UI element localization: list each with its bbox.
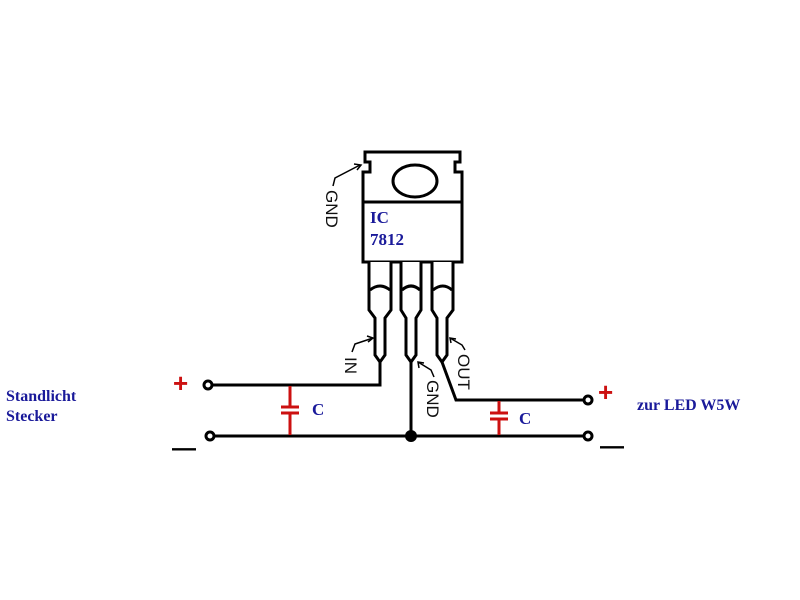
input-plus-terminal[interactable] [202, 379, 214, 391]
capacitor-right [490, 401, 508, 435]
ic-part-number: 7812 [370, 230, 404, 249]
input-label-line1: Standlicht [6, 388, 77, 405]
tab-gnd-label: GND [322, 190, 341, 228]
output-minus-sign: — [600, 433, 624, 460]
pin-arrows [332, 163, 466, 378]
ic-label: IC [370, 208, 389, 227]
capacitor-left-label: C [312, 400, 324, 419]
pins [367, 262, 455, 365]
input-plus-sign: + [173, 368, 188, 398]
pin-in-label: IN [341, 357, 360, 374]
output-label: zur LED W5W [637, 397, 740, 414]
output-minus-terminal[interactable] [582, 430, 594, 442]
wires [213, 361, 583, 438]
output-plus-terminal[interactable] [582, 394, 594, 406]
input-minus-sign: — [172, 435, 196, 462]
capacitor-right-label: C [519, 409, 531, 428]
output-plus-sign: + [598, 377, 613, 407]
input-label-line2: Stecker [6, 408, 58, 425]
input-minus-terminal[interactable] [204, 430, 216, 442]
pin-gnd-label: GND [423, 380, 442, 418]
capacitor-left [281, 386, 299, 435]
junction-dot [405, 430, 417, 442]
pin-out-label: OUT [454, 354, 473, 390]
regulator-package [361, 150, 464, 264]
